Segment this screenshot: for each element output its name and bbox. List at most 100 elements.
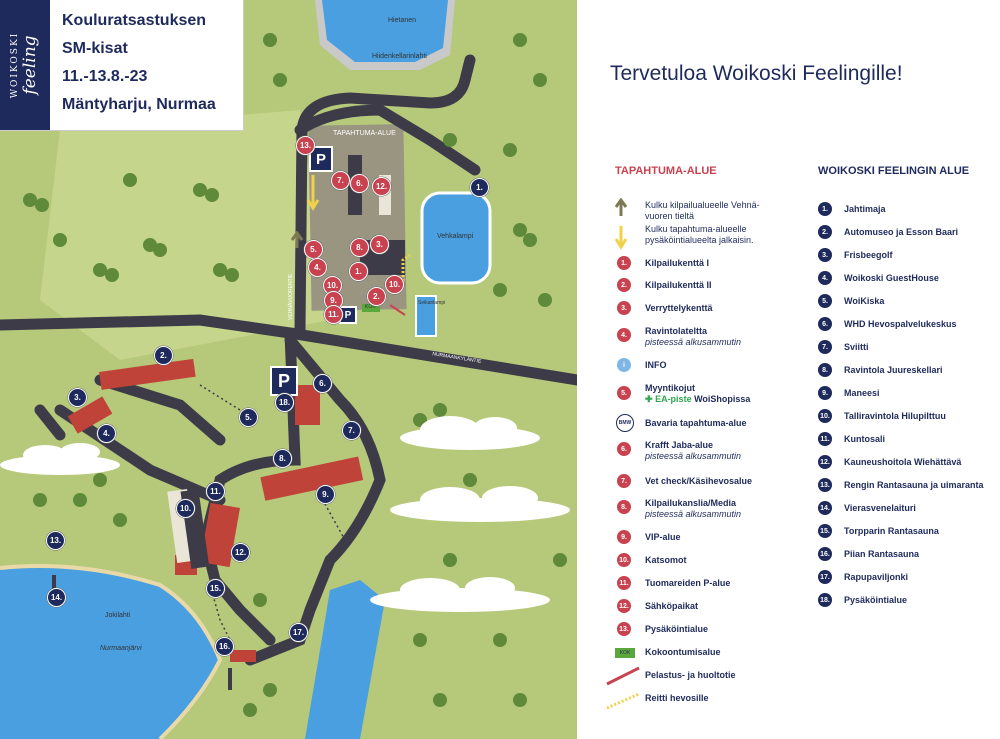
legend-wf-item-14: Vierasvenelaituri	[844, 503, 916, 513]
legend-wf-item-16: Piian Rantasauna	[844, 549, 920, 559]
map-pin-blue-18[interactable]: 18.	[275, 393, 294, 412]
legend-wf-item-2: Automuseo ja Esson Baari	[844, 227, 959, 237]
title-box: WOIKOSKI feeling Kouluratsastuksen SM-ki…	[0, 0, 244, 131]
map-pin-blue-9[interactable]: 9.	[316, 485, 335, 504]
map-pin-red-12[interactable]: 12.	[372, 177, 391, 196]
info-icon: i	[617, 358, 631, 372]
legend-event-pin-8: 8.	[617, 500, 631, 514]
legend-arrow-olive: Kulku kilpailualueelle Vehnä-vuoren tiel…	[645, 200, 760, 221]
map-pin-blue-15[interactable]: 15.	[206, 579, 225, 598]
legend-event-item-kok: Kokoontumisalue	[645, 647, 721, 657]
map-pin-red-3[interactable]: 3.	[370, 235, 389, 254]
map-pin-red-2[interactable]: 2.	[367, 287, 386, 306]
legend-wf-pin-13: 13.	[818, 478, 832, 492]
legend-event-pin-3: 3.	[617, 301, 631, 315]
legend-wf-pin-18: 18.	[818, 593, 832, 607]
map-pin-blue-16[interactable]: 16.	[215, 637, 234, 656]
map-label-nurmaanjarvi: Nurmaanjärvi	[100, 645, 142, 652]
legend-wf-item-11: Kuntosali	[844, 434, 886, 444]
legend-wf-item-8: Ravintola Juureskellari	[844, 365, 943, 375]
kok-swatch: KOK	[615, 648, 635, 658]
legend-event-pin-7: 7.	[617, 474, 631, 488]
legend-wf-item-17: Rapupaviljonki	[844, 572, 909, 582]
map-pin-blue-4[interactable]: 4.	[97, 424, 116, 443]
legend-wf-pin-15: 15.	[818, 524, 832, 538]
map-pin-red-5[interactable]: 5.	[304, 240, 323, 259]
map-pin-blue-12[interactable]: 12.	[231, 543, 250, 562]
legend-wf-pin-2: 2.	[818, 225, 832, 239]
map-pin-red-6[interactable]: 6.	[350, 174, 369, 193]
legend-wf-item-10: Talliravintola Hilupilttuu	[844, 411, 946, 421]
map-label-hietanen: Hietanen	[388, 17, 417, 24]
yellow-arrow-icon	[614, 226, 628, 250]
map-pin-blue-2[interactable]: 2.	[154, 346, 173, 365]
site-map[interactable]: Hietanen Hiidenkellarinlahti TAPAHTUMA-A…	[0, 0, 577, 739]
legend-event-item-2: Kilpailukenttä II	[645, 280, 712, 290]
brand-logo: WOIKOSKI feeling	[0, 0, 50, 130]
legend-event-item-rescue-road: Pelastus- ja huoltotie	[645, 670, 736, 680]
map-pin-blue-6[interactable]: 6.	[313, 374, 332, 393]
map-label-vehkalampi: Vehkalampi	[437, 233, 474, 240]
legend-wf-pin-10: 10.	[818, 409, 832, 423]
map-pin-red-11[interactable]: 11.	[324, 305, 343, 324]
map-pin-red-13[interactable]: 13.	[296, 136, 315, 155]
legend-wf-pin-3: 3.	[818, 248, 832, 262]
legend-event-pin-4: 4.	[617, 328, 631, 342]
map-pin-red-1[interactable]: 1.	[349, 262, 368, 281]
legend-event-pin-9: 9.	[617, 530, 631, 544]
legend-wf-pin-11: 11.	[818, 432, 832, 446]
legend-event-item-11: Tuomareiden P-alue	[645, 578, 731, 588]
map-pin-blue-7[interactable]: 7.	[342, 421, 361, 440]
title-line-2: SM-kisat	[62, 40, 128, 57]
legend-event-pin-6: 6.	[617, 442, 631, 456]
legend-wf-item-7: Sviitti	[844, 342, 869, 352]
legend-wf-item-5: WoiKiska	[844, 296, 885, 306]
legend-wf-item-18: Pysäköintialue	[844, 595, 908, 605]
map-pin-red-8[interactable]: 8.	[350, 238, 369, 257]
map-pin-red-7[interactable]: 7.	[331, 171, 350, 190]
legend-event-item-info: INFO	[645, 360, 667, 370]
welcome-heading: Tervetuloa Woikoski Feelingille!	[610, 62, 903, 85]
map-pin-blue-5[interactable]: 5.	[239, 408, 258, 427]
first-aid-icon: ✚	[645, 394, 653, 404]
map-pin-blue-17[interactable]: 17.	[289, 623, 308, 642]
legend-wf-item-1: Jahtimaja	[844, 204, 886, 214]
legend-event-pin-2: 2.	[617, 278, 631, 292]
legend-event-pin-10: 10.	[617, 553, 631, 567]
map-pin-red-10b[interactable]: 10.	[385, 275, 404, 294]
map-label-event-area: TAPAHTUMA-ALUE	[333, 130, 396, 137]
map-pin-blue-10[interactable]: 10.	[176, 499, 195, 518]
title-line-3: 11.-13.8.-23	[62, 68, 148, 85]
map-label-kok: KOK	[365, 304, 376, 310]
map-pin-blue-11[interactable]: 11.	[206, 482, 225, 501]
map-pin-blue-13[interactable]: 13.	[46, 531, 65, 550]
title-line-4: Mäntyharju, Nurmaa	[62, 96, 216, 113]
map-pin-blue-14[interactable]: 14.	[47, 588, 66, 607]
legend-wf-item-13: Rengin Rantasauna ja uimaranta	[844, 480, 984, 490]
legend-wf-pin-7: 7.	[818, 340, 832, 354]
legend-event-item-1: Kilpailukenttä I	[645, 258, 710, 268]
legend-wf-item-3: Frisbeegolf	[844, 250, 893, 260]
horse-route-swatch	[606, 692, 640, 710]
legend-event-pin-1: 1.	[617, 256, 631, 270]
legend-event-pin-12: 12.	[617, 599, 631, 613]
map-label-seikanlampi: Seikanlampi	[418, 300, 446, 306]
legend-event-pin-11: 11.	[617, 576, 631, 590]
map-pin-blue-8[interactable]: 8.	[273, 449, 292, 468]
legend-event-item-13: Pysäköintialue	[645, 624, 709, 634]
legend-wf-pin-5: 5.	[818, 294, 832, 308]
map-label-jokilahti: Jokilahti	[105, 612, 131, 619]
legend-event-item-bmw: Bavaria tapahtuma-alue	[645, 418, 747, 428]
map-pin-blue-3[interactable]: 3.	[68, 388, 87, 407]
map-label-road-vehnavuorentie: VEHNÄVUORENTIE	[288, 273, 294, 320]
legend-wf-pin-8: 8.	[818, 363, 832, 377]
map-pin-blue-1[interactable]: 1.	[470, 178, 489, 197]
legend-arrows	[614, 198, 628, 250]
legend-event-item-7: Vet check/Käsihevosalue	[645, 476, 753, 486]
map-pin-red-4[interactable]: 4.	[308, 258, 327, 277]
legend-wf-pin-16: 16.	[818, 547, 832, 561]
legend-wf-pin-17: 17.	[818, 570, 832, 584]
legend-event-title: TAPAHTUMA-ALUE	[615, 165, 717, 177]
